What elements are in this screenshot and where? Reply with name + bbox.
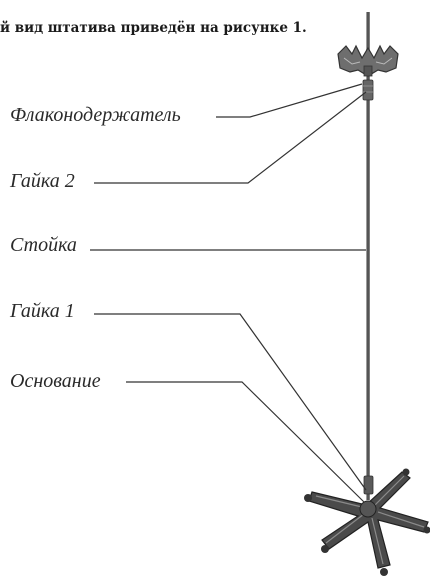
nut-1-shape <box>363 475 374 495</box>
leader-line-bottle-holder <box>216 83 363 118</box>
label-nut-2: Гайка 2 <box>10 170 75 192</box>
leader-line-base <box>126 381 365 503</box>
label-bottle-holder: Флаконодержатель <box>10 104 181 126</box>
figure-caption: й вид штатива приведён на рисунке 1. <box>0 20 307 36</box>
leader-line-nut-2 <box>94 91 367 184</box>
bottle-holder-shape <box>337 44 399 77</box>
label-pole: Стойка <box>10 234 77 256</box>
nut-2-shape <box>362 79 374 101</box>
base-shape <box>304 468 430 576</box>
leader-line-nut-1 <box>94 313 367 491</box>
label-base: Основание <box>10 370 101 392</box>
label-nut-1: Гайка 1 <box>10 300 75 322</box>
